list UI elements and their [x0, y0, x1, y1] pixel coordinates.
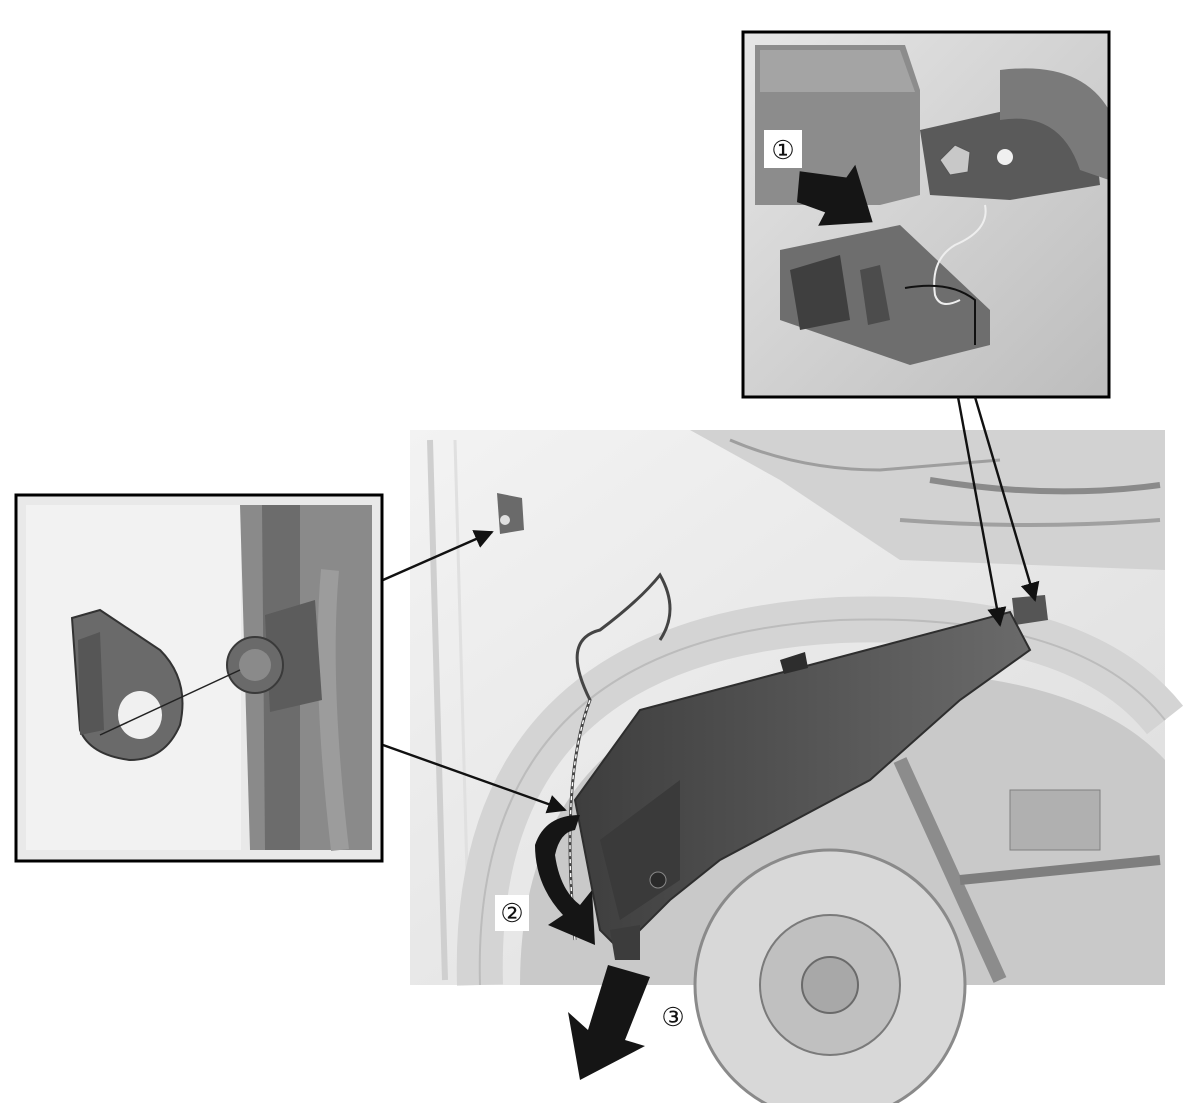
step-2-group: ② [495, 815, 595, 945]
leader-arrow-icon [956, 396, 1007, 627]
inset-frame [741, 30, 1111, 399]
step-1-label: ① [771, 136, 794, 166]
leader-arrows [382, 396, 1040, 814]
inset-clip [265, 600, 322, 712]
inset-frame-left [14, 493, 384, 863]
leader-arrow-icon [382, 530, 494, 582]
detail-inset-top-right: ① [741, 30, 1111, 399]
step-2-label: ② [500, 899, 523, 929]
detail-inset-left [14, 493, 384, 863]
step-3-arrow-icon [568, 965, 650, 1080]
main-vehicle-view [410, 430, 1184, 1103]
mounting-bracket [497, 493, 524, 534]
step-1-arrow-icon [796, 164, 873, 226]
step-2-curved-arrow-icon [535, 815, 595, 945]
wire-harness [568, 572, 672, 941]
suspension-arm [893, 757, 1007, 983]
step-3-group: ③ [568, 965, 685, 1080]
step-3-label: ③ [661, 1003, 684, 1033]
leader-arrow-icon [973, 396, 1040, 602]
door-edge [427, 439, 448, 981]
grommet [1012, 595, 1048, 625]
leader-arrow-icon [382, 743, 567, 814]
inset-alignment-line [99, 669, 241, 736]
